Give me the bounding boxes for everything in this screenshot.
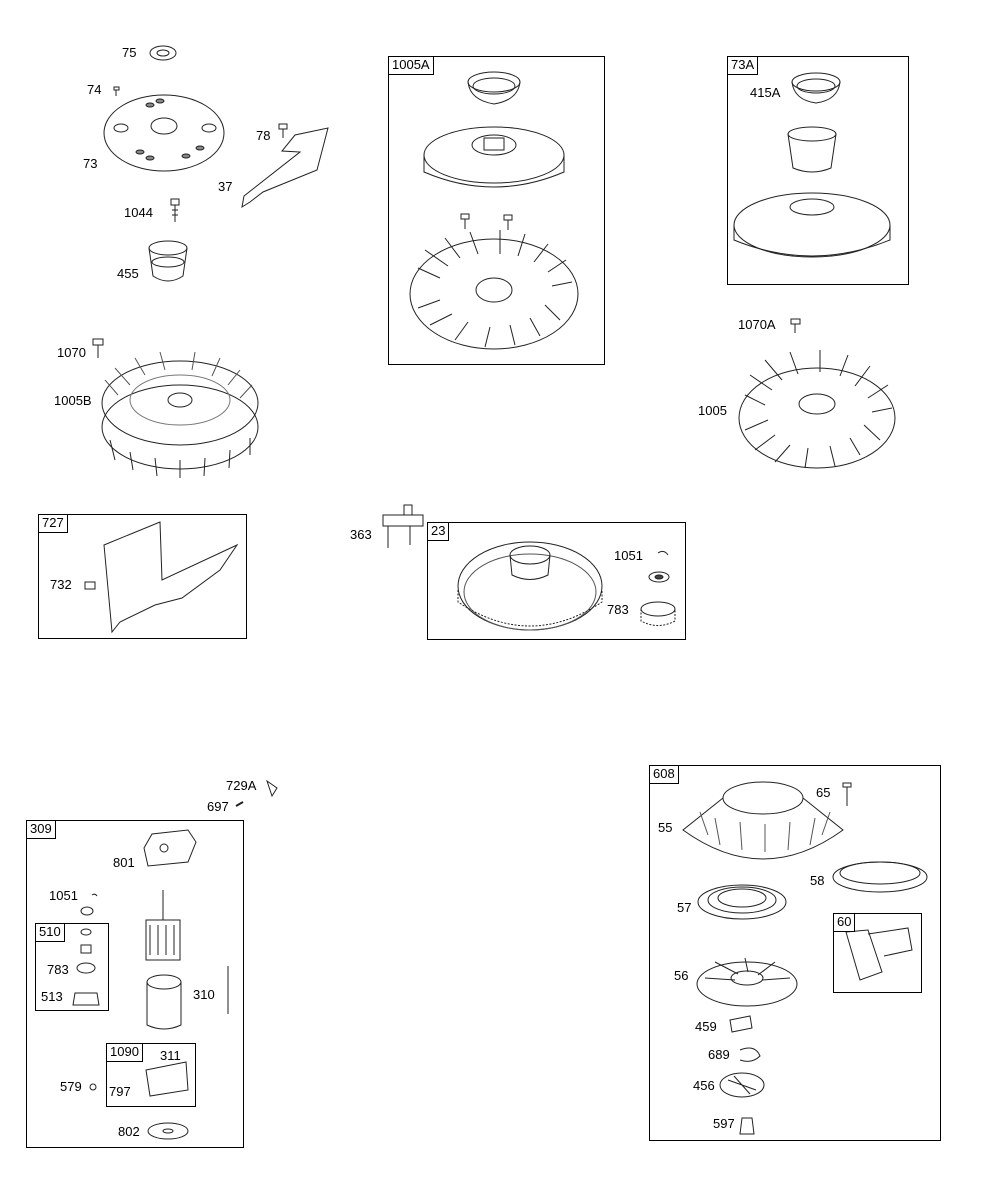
kit-73a-box: 73A [727, 56, 909, 285]
part-label: 363 [350, 527, 372, 542]
part-label: 689 [708, 1047, 730, 1062]
part-label: 732 [50, 577, 72, 592]
part-label: 729A [226, 778, 257, 793]
kit-608-box: 608 [649, 765, 941, 1141]
part-label: 797 [109, 1084, 131, 1099]
part-309-contents [73, 830, 228, 1139]
part-1005b-fan [102, 352, 258, 478]
part-label: 459 [695, 1019, 717, 1034]
part-1005a-contents [410, 72, 578, 349]
part-73a-contents [734, 73, 890, 257]
kit-tag: 60 [833, 913, 856, 932]
part-label: 597 [713, 1116, 735, 1131]
kit-60-box: 60 [833, 913, 922, 993]
part-1070a-bolt [791, 319, 800, 333]
kit-727-box: 727 [38, 514, 247, 639]
part-1070-bolt [93, 339, 103, 358]
part-label: 37 [218, 179, 233, 194]
kit-tag: 1090 [106, 1043, 143, 1062]
part-label: 1051 [49, 888, 78, 903]
kit-23-box: 23 [427, 522, 686, 640]
part-label: 58 [810, 873, 825, 888]
part-label: 456 [693, 1078, 715, 1093]
part-label: 783 [47, 962, 69, 977]
part-label: 75 [122, 45, 137, 60]
part-label: 579 [60, 1079, 82, 1094]
part-78-screw [279, 124, 287, 138]
part-label: 1051 [614, 548, 643, 563]
part-label: 1070 [57, 345, 86, 360]
part-label: 56 [674, 968, 689, 983]
kit-tag: 510 [35, 923, 65, 942]
part-1044-bolt [171, 199, 179, 222]
kit-510-box: 510 [35, 923, 109, 1011]
part-label: 783 [607, 602, 629, 617]
part-label: 74 [87, 82, 102, 97]
part-75-washer [150, 46, 176, 60]
part-363-bracket [383, 505, 423, 548]
part-455-cup [149, 241, 187, 281]
part-73-plate [104, 95, 224, 171]
part-label: 455 [117, 266, 139, 281]
part-label: 310 [193, 987, 215, 1002]
part-label: 1005B [54, 393, 92, 408]
part-729a-697 [236, 781, 277, 806]
part-label: 415A [750, 85, 781, 100]
part-23-contents [458, 542, 675, 630]
part-label: 65 [816, 785, 831, 800]
part-label: 55 [658, 820, 673, 835]
kit-tag: 23 [427, 522, 450, 541]
kit-309-box: 309 [26, 820, 244, 1148]
part-608-contents [683, 782, 927, 1134]
kit-tag: 727 [38, 514, 68, 533]
part-1005-fan [739, 350, 895, 468]
part-74-screw [114, 87, 119, 96]
part-label: 78 [256, 128, 271, 143]
part-label: 73 [83, 156, 98, 171]
part-label: 697 [207, 799, 229, 814]
kit-tag: 309 [26, 820, 56, 839]
part-label: 802 [118, 1124, 140, 1139]
part-label: 311 [160, 1048, 181, 1063]
part-label: 513 [41, 989, 63, 1004]
part-727-contents [85, 522, 237, 632]
part-label: 1044 [124, 205, 153, 220]
kit-tag: 73A [727, 56, 759, 75]
part-37-guard [242, 128, 328, 207]
part-label: 1070A [738, 317, 776, 332]
part-label: 801 [113, 855, 135, 870]
kit-1090-box: 1090 [106, 1043, 196, 1107]
kit-tag: 1005A [388, 56, 434, 75]
kit-1005a-box: 1005A [388, 56, 605, 365]
kit-tag: 608 [649, 765, 679, 784]
part-label: 1005 [698, 403, 727, 418]
part-label: 57 [677, 900, 692, 915]
